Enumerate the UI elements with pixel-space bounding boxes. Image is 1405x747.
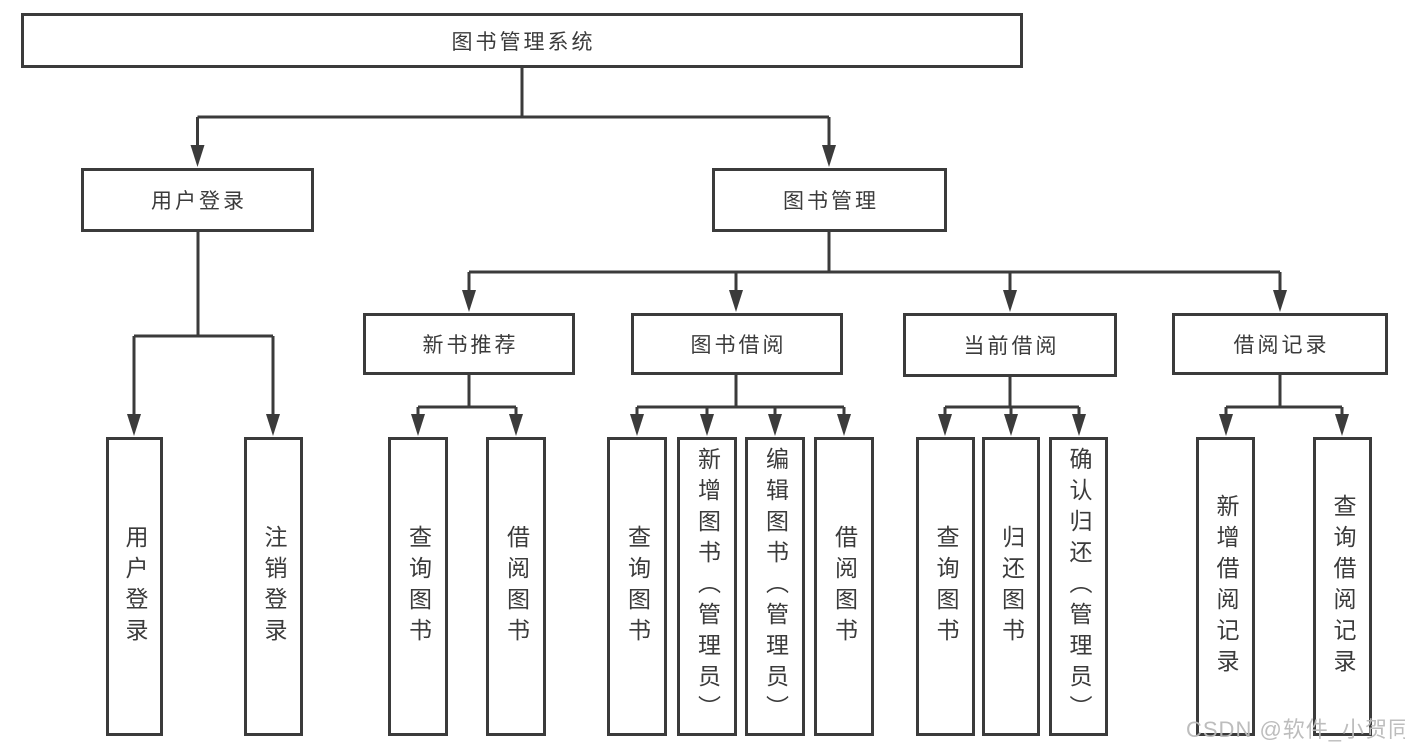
node-book-borrowing: 图书借阅: [631, 313, 843, 375]
node-new-book-recommendation: 新书推荐: [363, 313, 575, 375]
leaf-borrow-books-borrowing: 借阅图书: [814, 437, 874, 736]
leaf-query-books-borrowing: 查询图书: [607, 437, 667, 736]
leaf-add-book-admin: 新增图书（管理员）: [677, 437, 737, 736]
node-label: 查询图书: [624, 524, 651, 649]
node-label: 新增图书（管理员）: [694, 447, 721, 726]
node-label: 编辑图书（管理员）: [762, 447, 789, 726]
node-label: 新书推荐: [422, 334, 519, 357]
leaf-return-book: 归还图书: [982, 437, 1040, 736]
node-label: 借阅图书: [831, 524, 858, 649]
node-label: 图书借阅: [690, 334, 787, 357]
node-label: 查询借阅记录: [1330, 493, 1356, 680]
node-label: 借阅图书: [503, 524, 530, 649]
leaf-query-borrow-record: 查询借阅记录: [1313, 437, 1372, 736]
node-label: 确认归还（管理员）: [1066, 447, 1092, 726]
node-label: 当前借阅: [963, 335, 1060, 358]
node-label: 查询图书: [933, 524, 959, 649]
node-label: 归还图书: [998, 524, 1025, 649]
node-book-management: 图书管理: [712, 168, 947, 232]
node-label: 图书管理系统: [451, 30, 596, 54]
node-label: 注销登录: [261, 524, 287, 649]
leaf-user-login: 用户登录: [106, 437, 163, 736]
leaf-add-borrow-record: 新增借阅记录: [1196, 437, 1255, 736]
node-borrowing-records: 借阅记录: [1172, 313, 1388, 375]
leaf-query-books-current: 查询图书: [916, 437, 975, 736]
leaf-query-books-recommend: 查询图书: [388, 437, 448, 736]
node-label: 新增借阅记录: [1213, 493, 1239, 680]
leaf-edit-book-admin: 编辑图书（管理员）: [745, 437, 805, 736]
leaf-logout: 注销登录: [244, 437, 303, 736]
node-label: 用户登录: [122, 524, 148, 649]
node-library-system: 图书管理系统: [21, 13, 1023, 68]
leaf-confirm-return-admin: 确认归还（管理员）: [1049, 437, 1108, 736]
watermark: CSDN @软件_小贺同学: [1186, 717, 1405, 742]
node-label: 图书管理: [783, 190, 879, 213]
node-label: 借阅记录: [1233, 334, 1330, 357]
leaf-borrow-books-recommend: 借阅图书: [486, 437, 546, 736]
node-label: 查询图书: [405, 524, 432, 649]
node-current-borrowing: 当前借阅: [903, 313, 1117, 377]
node-user-login: 用户登录: [81, 168, 314, 232]
node-label: 用户登录: [151, 190, 247, 213]
